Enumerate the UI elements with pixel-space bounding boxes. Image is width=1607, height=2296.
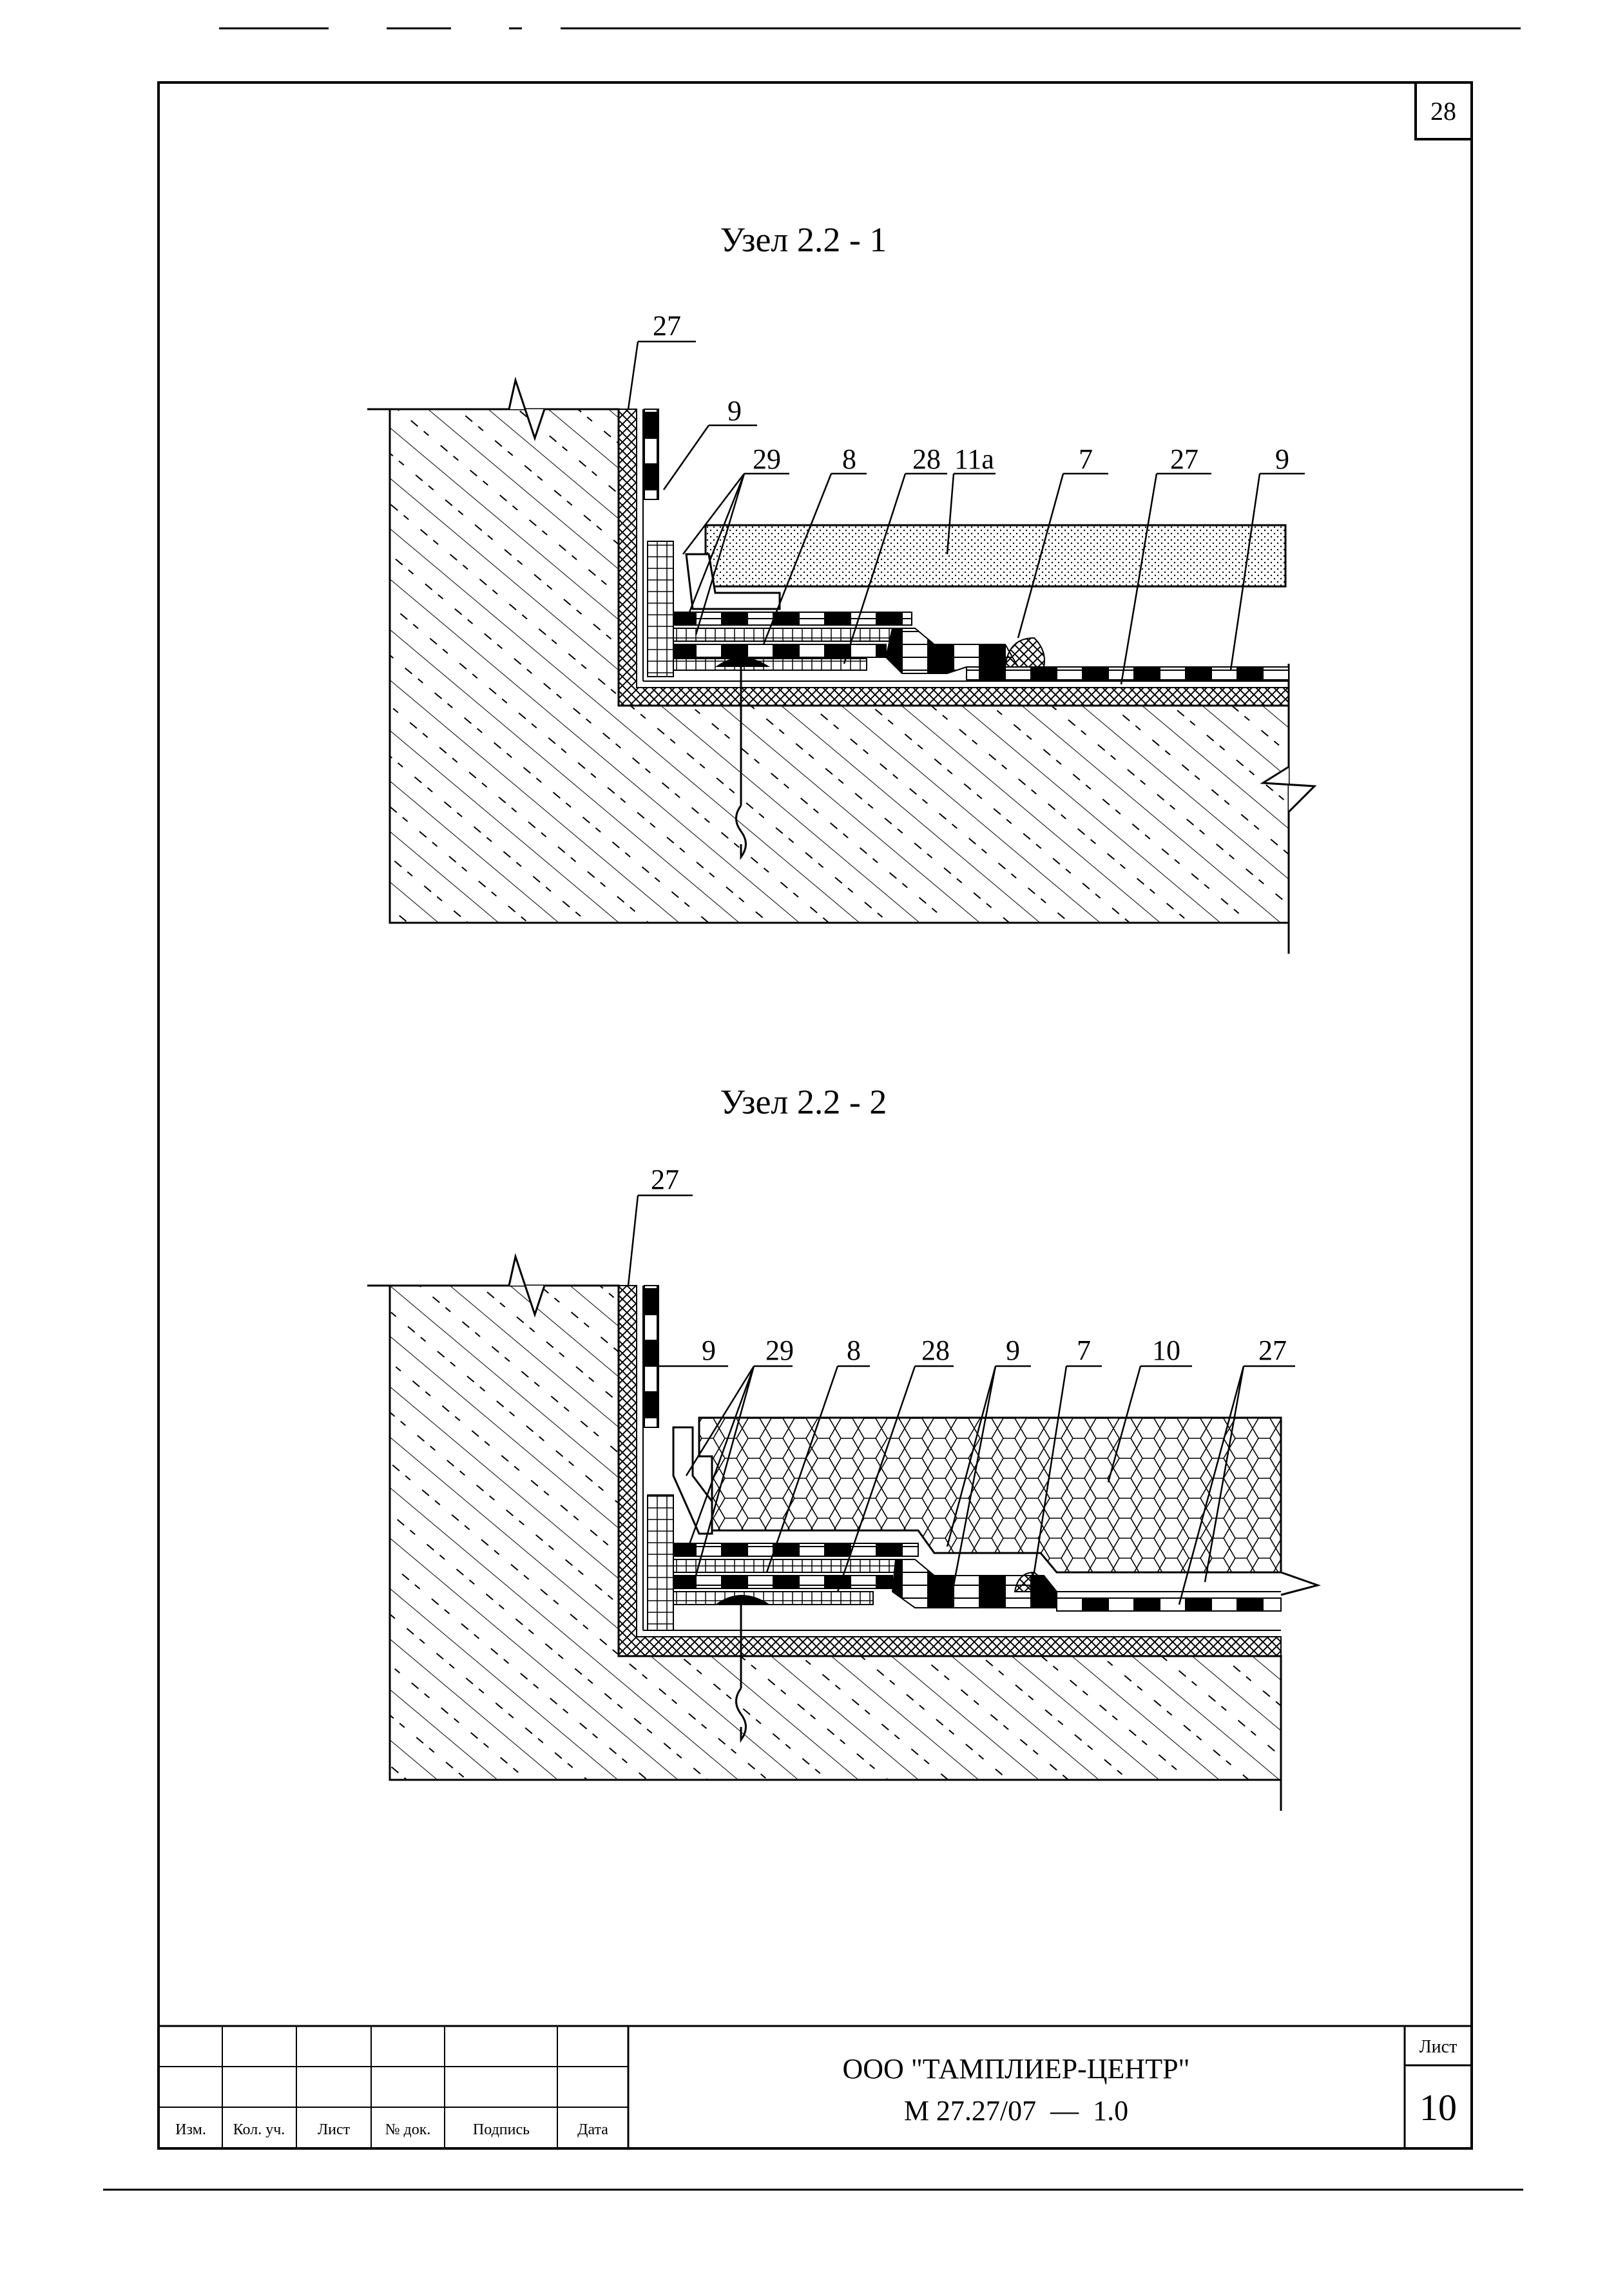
detail2-slope xyxy=(1280,1571,1322,1596)
detail1-callout-27b: 27 xyxy=(1170,443,1198,475)
detail2-stack-brick xyxy=(647,1494,674,1631)
detail2-title: Узел 2.2 - 2 xyxy=(720,1083,887,1121)
detail2-callout-10: 10 xyxy=(1152,1335,1180,1366)
detail1-leaders xyxy=(627,340,1305,685)
detail1-membrane-horizontal xyxy=(966,666,1289,680)
detail2-break-top xyxy=(367,1253,619,1318)
detail2-callout-28: 28 xyxy=(921,1335,950,1366)
detail2-stack-4 xyxy=(673,1591,874,1605)
detail2-insulation-10 xyxy=(698,1416,1282,1574)
detail1-stack-2 xyxy=(673,628,893,642)
detail1-callout-9b: 9 xyxy=(1275,443,1289,475)
detail2-stack-1 xyxy=(673,1543,919,1557)
detail1-break-top xyxy=(367,376,619,441)
tb-col-list: Лист xyxy=(318,2121,351,2138)
detail2-drawing: 27 9 29 8 28 9 7 10 27 xyxy=(367,1164,1322,1811)
detail1-break-right xyxy=(1260,766,1317,813)
detail2-anchor xyxy=(735,1598,747,1743)
detail1-callout-27a: 27 xyxy=(653,310,681,342)
detail2-callout-27b: 27 xyxy=(1258,1335,1287,1366)
detail2-callout-7: 7 xyxy=(1077,1335,1091,1366)
detail1-stack-4 xyxy=(673,658,867,671)
detail1-stack-3 xyxy=(673,644,887,658)
detail2-membrane-vertical xyxy=(644,1285,659,1428)
detail2-membrane-horizontal xyxy=(1056,1597,1282,1612)
tb-col-data: Дата xyxy=(577,2121,608,2138)
detail1-stack-ramp xyxy=(885,628,1019,674)
detail1-board-11a xyxy=(704,524,1287,588)
tb-col-podpis: Подпись xyxy=(473,2121,530,2138)
detail1-stack-brick xyxy=(647,541,674,677)
detail1-callout-11a: 11а xyxy=(954,443,994,475)
title-block xyxy=(157,2025,1473,2150)
detail1-callout-8: 8 xyxy=(842,443,856,475)
detail2-callout-27a: 27 xyxy=(651,1164,679,1195)
detail2-callout-9a: 9 xyxy=(702,1335,716,1366)
detail1-callout-7: 7 xyxy=(1079,443,1093,475)
detail1-bracket xyxy=(685,553,781,610)
tb-col-ndok: № док. xyxy=(385,2121,431,2138)
detail2-callout-29: 29 xyxy=(765,1335,794,1366)
detail1-sealant xyxy=(1004,637,1045,668)
detail2-callout-9b: 9 xyxy=(1006,1335,1020,1366)
detail2-layer-27 xyxy=(618,1285,1282,1657)
tb-doc-code: М 27.27/07 — 1.0 xyxy=(904,2095,1128,2127)
detail2-stack-3 xyxy=(673,1575,893,1589)
tb-col-izm: Изм. xyxy=(175,2121,206,2138)
detail1-callout-28: 28 xyxy=(912,443,941,475)
detail1-membrane-vertical xyxy=(644,409,659,500)
detail2-stack-2 xyxy=(673,1559,906,1573)
tb-sheet-number: 10 xyxy=(1419,2087,1457,2128)
detail1-stack-1 xyxy=(673,612,912,626)
tb-sheet-label: Лист xyxy=(1419,2037,1458,2057)
detail2-callout-8: 8 xyxy=(847,1335,861,1366)
detail2-sealant xyxy=(1014,1571,1045,1592)
detail1-drawing: 27 9 29 8 28 11а 7 27 9 xyxy=(367,310,1317,954)
detail1-callout-29: 29 xyxy=(753,443,781,475)
detail1-layer-27 xyxy=(618,409,1289,706)
detail2-leaders xyxy=(627,1194,1295,1605)
detail1-anchor xyxy=(735,664,747,860)
tb-company: ООО "ТАМПЛИЕР-ЦЕНТР" xyxy=(843,2053,1190,2085)
detail1-callout-9a: 9 xyxy=(727,395,742,427)
tb-col-kol: Кол. уч. xyxy=(233,2121,285,2138)
page-number-box: 28 xyxy=(1414,81,1473,140)
detail1-title: Узел 2.2 - 1 xyxy=(720,220,887,259)
page-number: 28 xyxy=(1430,97,1456,126)
